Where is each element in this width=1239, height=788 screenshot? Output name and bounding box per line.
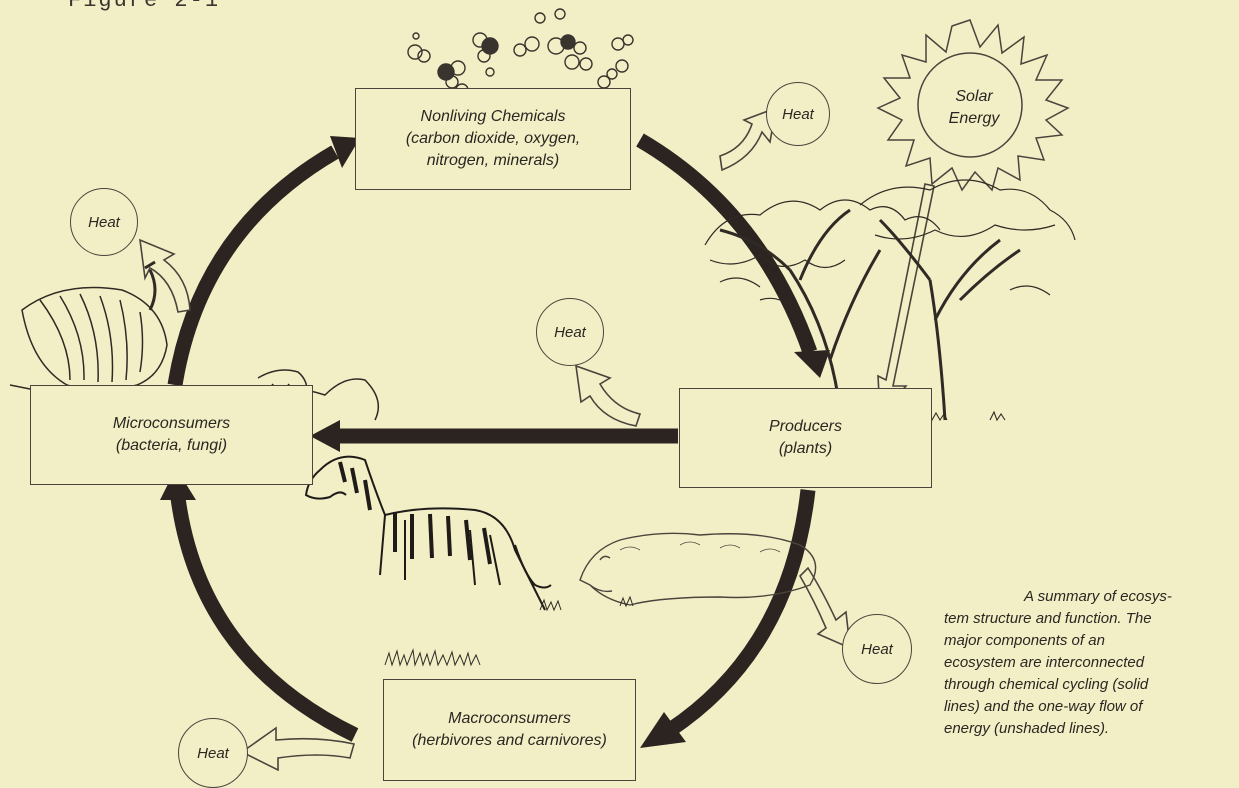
heat-circle-producers: Heat — [536, 298, 604, 366]
caption-line: A summary of ecosys- — [1024, 588, 1172, 605]
caption-line: tem structure and function. The — [944, 610, 1152, 627]
figure-caption: A summary of ecosys- tem structure and f… — [944, 586, 1226, 740]
nonliving-detail-1: (carbon dioxide, oxygen, — [405, 130, 581, 147]
nonliving-detail-2: nitrogen, minerals) — [426, 152, 560, 169]
caption-line: through chemical cycling (solid — [944, 676, 1149, 693]
lion-icon — [579, 532, 817, 606]
solar-energy-label: Solar Energy — [948, 88, 1000, 127]
grass-decoration — [384, 595, 634, 667]
microconsumers-detail: (bacteria, fungi) — [115, 437, 228, 454]
tree-icon — [704, 179, 1076, 422]
sun-icon — [876, 19, 1070, 192]
heat-circle-nonliving: Heat — [766, 82, 830, 146]
arrowhead-nonliving — [330, 136, 360, 168]
microconsumers-box: Microconsumers (bacteria, fungi) — [30, 385, 313, 485]
caption-line: energy (unshaded lines). — [944, 720, 1110, 737]
macroconsumers-title: Macroconsumers — [448, 710, 571, 727]
cycle-arrow-producers-to-macro — [665, 489, 816, 737]
caption-line: ecosystem are interconnected — [944, 654, 1145, 671]
heat-arrow-lion — [798, 566, 851, 650]
heat-circle-micro: Heat — [70, 188, 138, 256]
macroconsumers-box: Macroconsumers (herbivores and carnivore… — [383, 679, 636, 781]
heat-arrow-micro — [139, 238, 191, 313]
heat-arrow-macro — [240, 726, 356, 772]
arrowhead-producers — [794, 350, 830, 378]
arrowhead-macro — [640, 712, 686, 748]
macroconsumers-detail: (herbivores and carnivores) — [412, 732, 607, 749]
heat-circle-lion: Heat — [842, 614, 912, 684]
heat-arrow-producers — [575, 364, 642, 427]
nonliving-title: Nonliving Chemicals — [420, 108, 566, 125]
producers-detail: (plants) — [778, 440, 833, 457]
nonliving-chemicals-box: Nonliving Chemicals (carbon dioxide, oxy… — [355, 88, 631, 190]
heat-circle-macro: Heat — [178, 718, 248, 788]
producers-title: Producers — [769, 418, 842, 435]
caption-line: major components of an — [944, 632, 1105, 649]
producers-box: Producers (plants) — [679, 388, 932, 488]
cycle-arrow-macro-to-micro — [170, 496, 359, 742]
arrowhead-micro-left — [310, 420, 340, 452]
caption-line: lines) and the one-way flow of — [944, 698, 1143, 715]
cycle-arrows — [167, 133, 818, 742]
cycle-arrow-micro-to-nonliving — [167, 145, 339, 387]
zebra-icon — [304, 455, 552, 611]
microconsumers-title: Microconsumers — [112, 415, 231, 432]
cycle-arrow-nonliving-to-producers — [636, 133, 818, 355]
figure-title: Figure 2-1 — [68, 0, 221, 13]
